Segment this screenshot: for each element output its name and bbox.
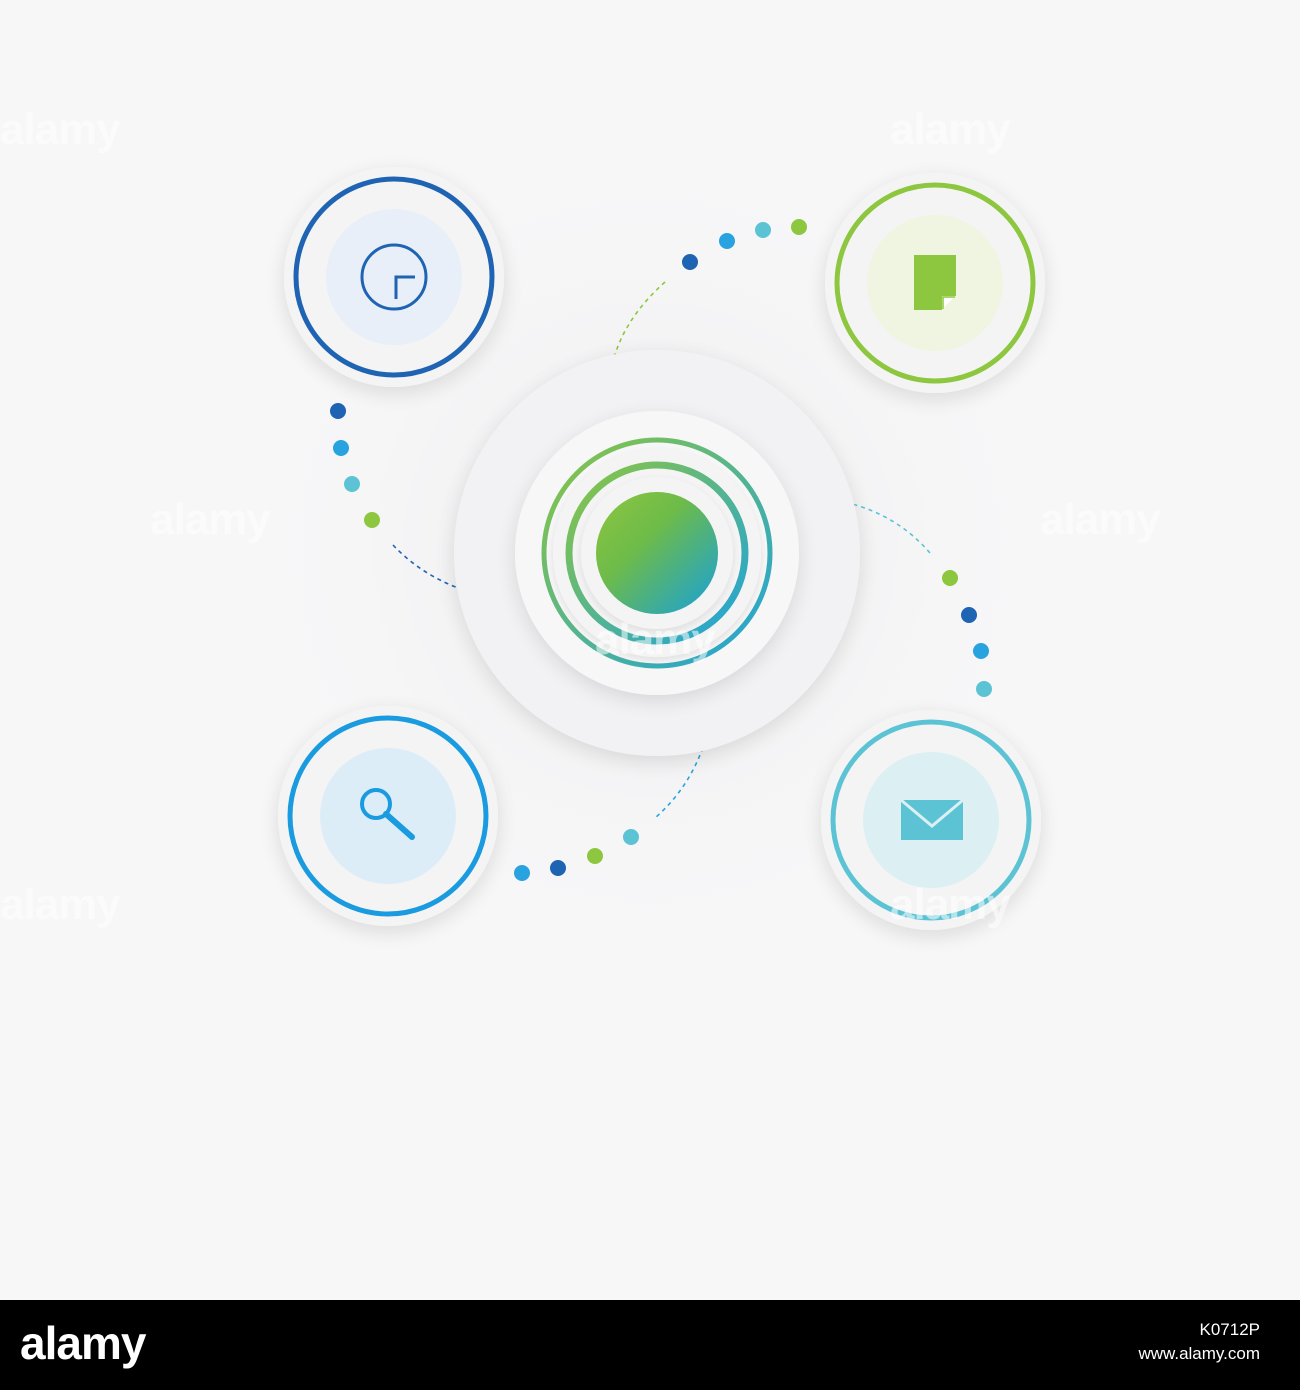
document-icon bbox=[914, 255, 956, 310]
node-document[interactable] bbox=[825, 173, 1045, 393]
node-mail-ring bbox=[830, 719, 1032, 921]
gradient-orb bbox=[596, 492, 718, 614]
dot bbox=[961, 607, 977, 623]
connector-top bbox=[607, 281, 666, 416]
dot bbox=[514, 865, 530, 881]
dot bbox=[344, 476, 360, 492]
dot bbox=[973, 643, 989, 659]
center-hub bbox=[454, 350, 860, 756]
hub-ring-inner bbox=[565, 461, 749, 645]
footer-url: www.alamy.com bbox=[1138, 1344, 1260, 1363]
dot bbox=[587, 848, 603, 864]
dot bbox=[976, 681, 992, 697]
node-mail[interactable] bbox=[821, 710, 1041, 930]
dot bbox=[791, 219, 807, 235]
dot bbox=[333, 440, 349, 456]
node-search-ring bbox=[287, 715, 489, 917]
dot-arc-left bbox=[330, 403, 380, 528]
footer-bar: alamy K0712P www.alamy.com bbox=[0, 1300, 1300, 1390]
footer-image-id: K0712P bbox=[1199, 1320, 1261, 1339]
dot bbox=[550, 860, 566, 876]
footer-logo: alamy bbox=[20, 1317, 146, 1369]
node-clock-fill bbox=[326, 209, 462, 345]
dot-arc-top bbox=[682, 219, 807, 270]
node-clock[interactable] bbox=[284, 167, 504, 387]
magnifier-icon bbox=[360, 788, 415, 840]
dot bbox=[942, 570, 958, 586]
hub-ring-outer bbox=[541, 437, 773, 669]
node-document-ring bbox=[834, 182, 1036, 384]
dot bbox=[623, 829, 639, 845]
envelope-icon bbox=[900, 798, 964, 840]
clock-icon bbox=[360, 243, 428, 311]
dot bbox=[719, 233, 735, 249]
dot-arc-right bbox=[942, 570, 992, 697]
node-clock-ring bbox=[293, 176, 495, 378]
cycle-diagram bbox=[230, 130, 1070, 970]
dot bbox=[755, 222, 771, 238]
dot bbox=[682, 254, 698, 270]
node-search[interactable] bbox=[278, 706, 498, 926]
connector-right bbox=[789, 496, 931, 554]
footer-image-info: K0712P www.alamy.com bbox=[1138, 1318, 1260, 1366]
dot bbox=[330, 403, 346, 419]
infographic-canvas: alamy alamy alamy alamy alamy alamy alam… bbox=[230, 130, 1070, 970]
dot-arc-bottom bbox=[514, 829, 639, 881]
dot bbox=[364, 512, 380, 528]
